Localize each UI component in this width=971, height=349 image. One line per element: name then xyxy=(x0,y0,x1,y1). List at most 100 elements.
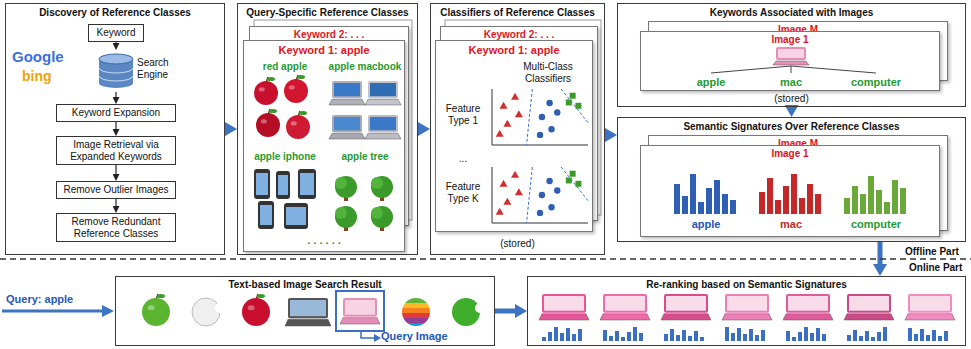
signature-bar xyxy=(566,328,570,341)
plot-axis xyxy=(492,89,493,145)
decision-boundary xyxy=(527,89,533,145)
query-image-pointer-head xyxy=(374,334,381,342)
node-heading: Keyword 1: apple xyxy=(436,44,592,57)
laptop-lid xyxy=(725,294,769,313)
flow-arrow xyxy=(789,107,794,110)
laptop-screen xyxy=(290,300,326,316)
laptop-base xyxy=(539,314,589,320)
laptop-lid xyxy=(332,81,362,98)
image-card: Image 1applemaccomputer xyxy=(640,31,940,91)
class-point xyxy=(570,93,576,99)
signature-bar xyxy=(791,174,797,214)
tree-crown xyxy=(371,207,383,219)
image-keywords xyxy=(711,47,876,73)
node-text: Multi-Class Classifiers xyxy=(506,61,590,84)
node-text: Feature Type K xyxy=(439,181,487,204)
signature-bar xyxy=(853,330,857,341)
apple-leaf xyxy=(297,75,305,79)
signature-bar xyxy=(670,329,674,341)
node-heading: Keyword Expansion xyxy=(60,107,172,119)
signature-bar xyxy=(542,337,546,341)
laptop-base xyxy=(722,314,772,320)
reranked-result xyxy=(844,294,894,341)
laptop-lid xyxy=(368,115,398,132)
node-text: apple macbook xyxy=(326,61,404,73)
rainbow-stripe xyxy=(402,298,430,303)
apple-leaf xyxy=(257,294,265,298)
signature-bar xyxy=(860,194,866,214)
apple-shine xyxy=(248,305,255,310)
laptop-screen xyxy=(544,296,584,311)
apple-shine xyxy=(148,305,155,310)
signature-bar xyxy=(877,332,881,341)
signature-bar xyxy=(932,330,936,341)
signature-bar xyxy=(883,327,887,341)
signature-bar xyxy=(815,194,821,214)
query-arrow xyxy=(2,310,104,313)
class-point xyxy=(575,103,581,109)
laptop-lid xyxy=(288,298,328,318)
apple-icon xyxy=(284,79,308,103)
class-point xyxy=(548,204,554,210)
laptop-base xyxy=(329,133,365,139)
signature-bar xyxy=(676,335,680,341)
signature-bar xyxy=(743,334,747,341)
node-text: apple iphone xyxy=(246,151,324,163)
phone-body xyxy=(258,201,274,229)
query-arrowhead xyxy=(102,305,114,317)
reranked-result xyxy=(722,294,772,341)
class-point xyxy=(539,192,545,198)
class-point xyxy=(511,171,519,178)
signature-bar xyxy=(603,330,607,341)
query-image-pointer xyxy=(361,331,375,338)
signature-bar xyxy=(639,333,643,341)
stage-panel: Discovery of Reference ClassesKeywordSea… xyxy=(5,3,225,255)
tree-crown xyxy=(335,206,357,228)
step-arrow xyxy=(115,199,116,212)
signature-bar xyxy=(730,200,736,214)
signature-bar xyxy=(621,337,625,341)
keyword-card: Keyword 1: appleMulti-Class ClassifiersF… xyxy=(435,40,593,232)
laptop-screen xyxy=(334,83,360,96)
process-box: Keyword xyxy=(88,24,144,42)
signature-bar xyxy=(682,330,686,341)
signature-bar xyxy=(786,331,790,341)
plot-axis xyxy=(492,223,588,224)
stage-panel: Semantic Signatures Over Reference Class… xyxy=(617,117,966,242)
laptop-lid xyxy=(332,115,362,132)
flow-arrow xyxy=(225,127,230,132)
keyword-link xyxy=(711,66,791,73)
laptop-lid xyxy=(776,47,806,60)
node-heading: Keyword 2: . . . xyxy=(441,29,597,41)
process-box: Remove Outlier Images xyxy=(56,181,176,199)
signature-bar xyxy=(783,186,789,214)
signature-bar xyxy=(548,332,552,341)
node-heading: Image 1 xyxy=(641,34,939,46)
apple-logo-bite xyxy=(475,303,485,313)
phone-screen xyxy=(278,175,288,195)
class-point xyxy=(546,100,552,106)
laptop-screen xyxy=(334,117,360,130)
class-point xyxy=(566,99,572,105)
database-band xyxy=(99,76,133,81)
class-point xyxy=(570,171,576,177)
decision-boundary xyxy=(561,89,588,123)
reranked-result xyxy=(539,294,589,341)
flow-arrow xyxy=(878,242,883,269)
node-heading: Query-Specific Reference Classes xyxy=(238,7,417,19)
laptop-lid xyxy=(908,294,952,313)
signature-bar xyxy=(554,327,558,341)
node-text: mac xyxy=(756,218,826,231)
signature-bar xyxy=(725,327,729,341)
laptop-base xyxy=(365,133,401,139)
laptop-base xyxy=(905,314,955,320)
search-engine-logo: bing xyxy=(22,68,52,84)
step-arrow xyxy=(115,42,116,49)
signature-bar xyxy=(759,192,765,214)
image-card: Image 1applemaccomputer xyxy=(640,145,940,237)
signature-bar xyxy=(664,334,668,341)
signature-bar xyxy=(572,334,576,341)
laptop-base xyxy=(600,314,650,320)
laptop-base xyxy=(340,318,380,324)
apple-logo xyxy=(452,298,480,326)
